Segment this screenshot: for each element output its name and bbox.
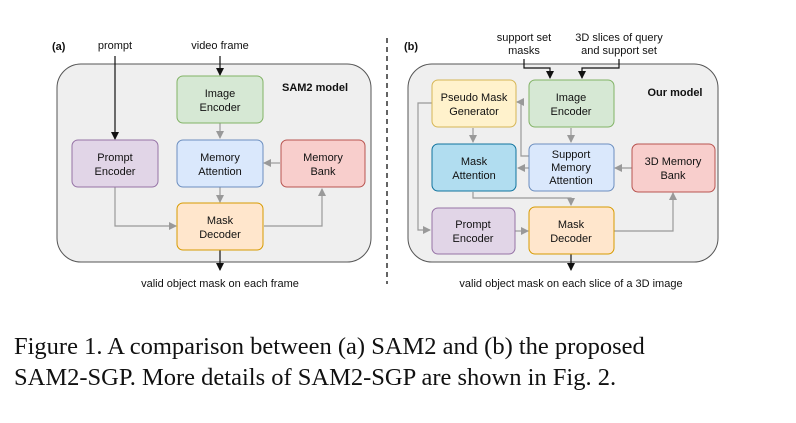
- mask-attention-block: Mask Attention: [431, 143, 517, 192]
- image-encoder-b-label-line1: Image: [556, 92, 587, 104]
- memory-attention-block: Memory Attention: [176, 139, 264, 188]
- panel-a-output-label: valid object mask on each frame: [141, 278, 299, 290]
- panel-a: (a) prompt video frame SAM2 model Image …: [52, 40, 372, 290]
- support-memory-attention-label-line3: Attention: [549, 175, 592, 187]
- arrow-mask-decoder-to-memory-bank: [264, 188, 326, 227]
- slices-input-line1: 3D slices of query: [575, 32, 663, 44]
- memory-attention-label-line1: Memory: [200, 152, 240, 164]
- support-memory-attention-label-line1: Support: [552, 149, 591, 161]
- arrow-support-memory-attention-to-pseudo-generator: [516, 98, 529, 157]
- memory-attention-label-line2: Attention: [198, 166, 241, 178]
- caption-line-1: Figure 1. A comparison between (a) SAM2 …: [14, 333, 645, 360]
- prompt-encoder-label-line1: Prompt: [97, 152, 132, 164]
- pseudo-mask-generator-block: Pseudo Mask Generator: [431, 79, 517, 128]
- panel-b-tag: (b): [404, 41, 418, 53]
- support-memory-attention-label-line2: Memory: [551, 162, 591, 174]
- caption-line-2: SAM2-SGP. More details of SAM2-SGP are s…: [14, 364, 617, 391]
- mask-decoder-block: Mask Decoder: [176, 202, 264, 251]
- prompt-encoder-block: Prompt Encoder: [71, 139, 159, 188]
- mask-attention-label-line1: Mask: [461, 156, 488, 168]
- memory-bank-block: Memory Bank: [280, 139, 366, 188]
- image-encoder-b-label-line2: Encoder: [551, 106, 592, 118]
- video-frame-input-label: video frame: [191, 40, 248, 52]
- image-encoder-label-line1: Image: [205, 88, 236, 100]
- prompt-input-label: prompt: [98, 40, 132, 52]
- mask-decoder-b-label-line1: Mask: [558, 219, 585, 231]
- arrow-pseudo-generator-to-prompt-encoder: [417, 102, 432, 234]
- 3d-memory-bank-label-line2: Bank: [660, 170, 686, 182]
- mask-decoder-block-b: Mask Decoder: [528, 206, 615, 255]
- panel-a-model-title: SAM2 model: [282, 82, 348, 94]
- mask-attention-label-line2: Attention: [452, 170, 495, 182]
- image-encoder-block-b: Image Encoder: [528, 79, 615, 128]
- support-memory-attention-block: Support Memory Attention: [528, 143, 615, 192]
- memory-bank-label-line1: Memory: [303, 152, 343, 164]
- pseudo-mask-generator-label-line1: Pseudo Mask: [441, 92, 508, 104]
- panel-b-output-label: valid object mask on each slice of a 3D …: [459, 278, 682, 290]
- image-encoder-label-line2: Encoder: [200, 102, 241, 114]
- mask-decoder-label-line1: Mask: [207, 215, 234, 227]
- 3d-memory-bank-block: 3D Memory Bank: [631, 143, 716, 193]
- slices-input-line2: and support set: [581, 45, 657, 57]
- support-masks-input-line2: masks: [508, 45, 540, 57]
- prompt-encoder-label-line2: Encoder: [95, 166, 136, 178]
- prompt-encoder-b-label-line1: Prompt: [455, 219, 490, 231]
- arrow-prompt-encoder-to-mask-decoder: [114, 187, 177, 230]
- support-masks-input-line1: support set: [497, 32, 551, 44]
- 3d-memory-bank-label-line1: 3D Memory: [645, 156, 702, 168]
- image-encoder-block: Image Encoder: [176, 75, 264, 124]
- panel-b: (b) support set masks 3D slices of query…: [404, 32, 719, 290]
- figure-caption: Figure 1. A comparison between (a) SAM2 …: [14, 331, 784, 393]
- mask-decoder-label-line2: Decoder: [199, 229, 241, 241]
- arrow-support-masks-to-image-encoder: [523, 59, 554, 79]
- prompt-encoder-b-label-line2: Encoder: [453, 233, 494, 245]
- mask-decoder-b-label-line2: Decoder: [550, 233, 592, 245]
- arrow-slices-to-image-encoder: [578, 59, 620, 79]
- prompt-encoder-block-b: Prompt Encoder: [431, 207, 516, 255]
- memory-bank-label-line2: Bank: [310, 166, 336, 178]
- arrow-mask-decoder-to-3d-memory-bank: [614, 192, 677, 232]
- panel-b-model-title: Our model: [647, 87, 702, 99]
- panel-a-tag: (a): [52, 41, 66, 53]
- pseudo-mask-generator-label-line2: Generator: [449, 106, 499, 118]
- arrow-mask-attention-to-mask-decoder: [472, 192, 575, 206]
